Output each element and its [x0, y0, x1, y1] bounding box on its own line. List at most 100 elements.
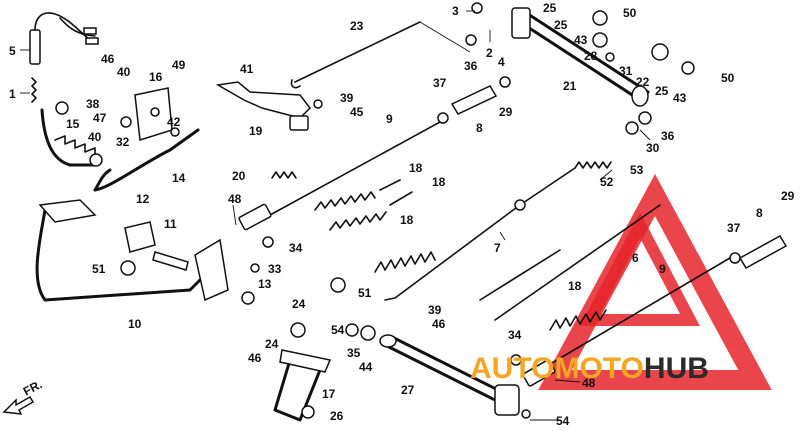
part-17-bracket — [273, 349, 332, 422]
callout-46-b: 46 — [432, 317, 446, 331]
part-19-lever — [215, 81, 311, 131]
callout-labels: 1 2 3 4 5 6 7 8 8 9 9 10 11 12 13 14 15 … — [9, 1, 795, 428]
callout-9-upper: 9 — [386, 112, 393, 126]
part-9-rod-upper — [238, 121, 441, 231]
callout-39-a: 39 — [340, 91, 354, 105]
part-7-cable — [384, 199, 526, 301]
svg-text:AUTOMOTOHUB: AUTOMOTOHUB — [470, 352, 709, 385]
callout-43-b: 43 — [673, 91, 687, 105]
callout-25-a: 25 — [543, 1, 557, 15]
callout-50-a: 50 — [623, 6, 637, 20]
part-14-rod — [93, 128, 200, 192]
watermark-text-part2: MOTO — [554, 352, 643, 385]
callout-7: 7 — [494, 241, 501, 255]
part-15-rod — [40, 108, 97, 167]
callout-53: 53 — [630, 163, 644, 177]
part-11-pin — [152, 251, 189, 271]
watermark-text: AUTOMOTOHUB — [470, 352, 709, 385]
callout-17: 17 — [322, 387, 336, 401]
callout-24-a: 24 — [292, 297, 306, 311]
part-18-spring-lower — [549, 309, 607, 331]
callout-38: 38 — [86, 97, 100, 111]
part-51-knob-right — [330, 277, 346, 293]
part-23-rod — [290, 21, 421, 89]
callout-36-a: 36 — [464, 59, 478, 73]
part-21-shaft — [511, 7, 650, 107]
callout-46-c: 46 — [248, 351, 262, 365]
callout-18-d: 18 — [568, 279, 582, 293]
callout-11: 11 — [164, 217, 177, 231]
callout-24-b: 24 — [265, 337, 279, 351]
callout-41: 41 — [240, 62, 254, 76]
callout-50-b: 50 — [721, 71, 735, 85]
callout-2: 2 — [486, 46, 493, 60]
callout-42: 42 — [167, 115, 181, 129]
watermark-text-part3: HUB — [644, 352, 709, 385]
part-27-shaft — [379, 334, 520, 416]
callout-8-lower: 8 — [756, 206, 763, 220]
callout-21: 21 — [563, 79, 577, 93]
callout-15: 15 — [66, 117, 80, 131]
callout-10: 10 — [128, 317, 142, 331]
callout-25-c: 25 — [655, 84, 669, 98]
part-8-pin-upper — [450, 85, 498, 115]
part-washers — [55, 2, 741, 419]
callout-8-upper: 8 — [476, 121, 483, 135]
callout-33: 33 — [268, 262, 282, 276]
callout-51-a: 51 — [92, 262, 106, 276]
callout-37-a: 37 — [433, 76, 447, 90]
callout-27: 27 — [401, 383, 415, 397]
front-direction-label: FR. — [21, 377, 45, 398]
callout-9-lower: 9 — [659, 262, 666, 276]
callout-54-b: 54 — [556, 414, 570, 428]
part-5-switch — [29, 12, 99, 65]
callout-20: 20 — [232, 169, 246, 183]
callout-32: 32 — [116, 135, 130, 149]
callout-25-b: 25 — [554, 18, 568, 32]
callout-51-b: 51 — [358, 286, 372, 300]
callout-29-b: 29 — [781, 189, 795, 203]
part-8-pin-lower — [738, 234, 788, 270]
callout-16: 16 — [149, 70, 163, 84]
part-12-bracket — [124, 221, 156, 253]
part-51-knob-left — [120, 260, 136, 276]
callout-43-a: 43 — [574, 33, 588, 47]
callout-23: 23 — [350, 19, 364, 33]
part-1-spring — [31, 77, 37, 103]
part-18-springs-upper — [314, 179, 413, 231]
callout-13: 13 — [258, 277, 272, 291]
callout-54-a: 54 — [331, 323, 345, 337]
part-18-spring-middle — [374, 251, 436, 273]
callout-26: 26 — [330, 409, 344, 423]
part-20-spring — [271, 171, 297, 179]
callout-44: 44 — [359, 360, 373, 374]
callout-34-a: 34 — [289, 241, 303, 255]
callout-49: 49 — [172, 58, 186, 72]
callout-3: 3 — [452, 4, 459, 18]
callout-18-b: 18 — [432, 175, 446, 189]
watermark-logo — [538, 173, 772, 390]
front-direction-arrow: FR. — [2, 377, 45, 415]
callout-46-a: 46 — [101, 52, 115, 66]
callout-37-b: 37 — [727, 221, 741, 235]
callout-31: 31 — [619, 64, 633, 78]
callout-14: 14 — [172, 171, 186, 185]
callout-34-b: 34 — [508, 328, 522, 342]
callout-29-a: 29 — [499, 105, 513, 119]
callout-40-b: 40 — [88, 130, 102, 144]
part-16-bracket — [134, 87, 173, 141]
callout-18-c: 18 — [400, 213, 414, 227]
watermark-text-part1: AUTO — [470, 352, 554, 385]
callout-28: 28 — [584, 49, 598, 63]
part-10-pedal-frame — [35, 199, 229, 302]
callout-39-b: 39 — [428, 303, 442, 317]
callout-22: 22 — [636, 75, 650, 89]
callout-36-b: 36 — [661, 129, 675, 143]
callout-52: 52 — [600, 175, 614, 189]
callout-5: 5 — [9, 44, 16, 58]
callout-48-b: 48 — [582, 376, 596, 390]
part-9-rod-lower — [522, 254, 736, 387]
part-6-rod — [479, 204, 661, 321]
part-52-spring-rod — [519, 161, 612, 206]
callout-18-a: 18 — [409, 161, 423, 175]
